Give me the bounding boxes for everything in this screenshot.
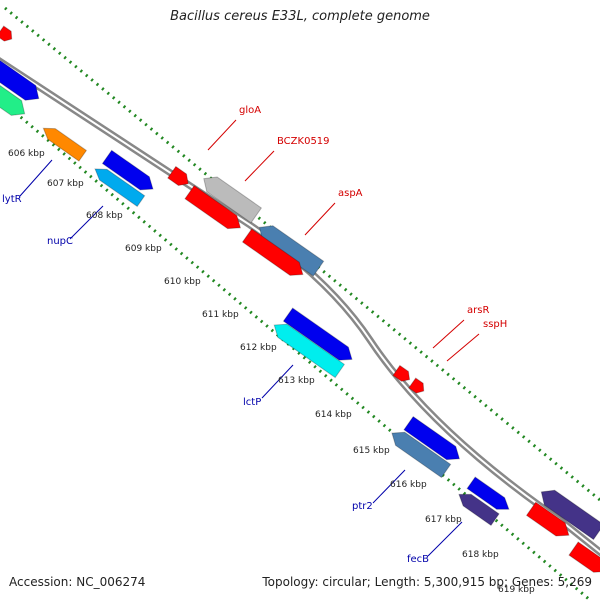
- tick-label: 619 kbp: [498, 585, 535, 595]
- map-title: Bacillus cereus E33L, complete genome: [170, 9, 430, 24]
- gene-label-reverse: lytR: [2, 194, 22, 205]
- gene-arrow: [525, 501, 570, 537]
- gene-arrow: [273, 323, 346, 379]
- gene-arrow: [167, 165, 189, 186]
- tick-label: 607 kbp: [47, 179, 84, 189]
- gene-label-reverse: lctP: [243, 397, 261, 408]
- gene-arrow: [241, 228, 304, 276]
- tick-label: 613 kbp: [278, 376, 315, 386]
- gene-arrow: [391, 431, 452, 479]
- gene-arrow: [94, 168, 146, 208]
- leader-line: [261, 364, 294, 399]
- genome-backbone: [0, 57, 600, 557]
- tick-label: 617 kbp: [425, 515, 462, 525]
- gene-label-forward: gloA: [239, 105, 261, 116]
- tick-label: 618 kbp: [462, 550, 499, 560]
- tick-label: 612 kbp: [240, 343, 277, 353]
- backbone-outer: [0, 57, 600, 557]
- tick-label: 609 kbp: [125, 244, 162, 254]
- leader-line: [446, 333, 480, 362]
- leader-line: [69, 205, 104, 240]
- feature-track: [0, 25, 600, 573]
- leader-line: [207, 119, 237, 151]
- gene-arrow: [0, 57, 40, 101]
- gene-arrow: [540, 489, 600, 541]
- gene-arrow: [392, 364, 411, 382]
- feature-labels: gloA BCZK0519 aspA arsR sspH lytR nupC lctP ptr2…: [2, 105, 507, 565]
- leader-line: [244, 150, 275, 182]
- gene-arrow: [403, 415, 461, 461]
- leader-line: [19, 159, 53, 197]
- accession-label: Accession: NC_006274: [9, 575, 146, 589]
- gene-arrow: [0, 25, 13, 42]
- gene-label-forward: arsR: [467, 305, 489, 316]
- inner-ruler: [9, 106, 591, 600]
- gene-label-reverse: fecB: [407, 554, 429, 565]
- gene-arrow: [466, 476, 510, 510]
- gene-arrow: [258, 225, 325, 277]
- topology-label: Topology: circular; Length: 5,300,915 bp…: [262, 575, 592, 589]
- gene-label-forward: aspA: [338, 188, 363, 199]
- tick-label: 616 kbp: [390, 480, 427, 490]
- tick-ruler: [4, 6, 600, 600]
- gene-label-reverse: ptr2: [352, 501, 373, 512]
- gene-arrow: [203, 176, 263, 224]
- gene-label-forward: BCZK0519: [277, 136, 330, 147]
- tick-label: 608 kbp: [86, 211, 123, 221]
- gene-label-forward: sspH: [483, 319, 507, 330]
- gene-arrow: [101, 149, 154, 191]
- tick-label: 615 kbp: [353, 446, 390, 456]
- leader-line: [372, 469, 406, 504]
- leader-line: [432, 319, 465, 349]
- tick-label: 614 kbp: [315, 410, 352, 420]
- leader-line: [427, 521, 463, 557]
- tick-label: 606 kbp: [8, 149, 45, 159]
- gene-arrow: [458, 493, 500, 527]
- tick-label: 611 kbp: [202, 310, 239, 320]
- tick-labels: 606 kbp 607 kbp 608 kbp 609 kbp 610 kbp 611 k…: [8, 149, 535, 595]
- tick-label: 610 kbp: [164, 277, 201, 287]
- gene-arrow: [184, 184, 242, 230]
- gene-label-reverse: nupC: [47, 236, 73, 247]
- gene-arrow: [42, 127, 88, 162]
- gene-arrow: [408, 377, 425, 394]
- gene-arrow: [0, 78, 26, 116]
- leader-line: [304, 202, 336, 236]
- gene-arrow: [282, 307, 353, 361]
